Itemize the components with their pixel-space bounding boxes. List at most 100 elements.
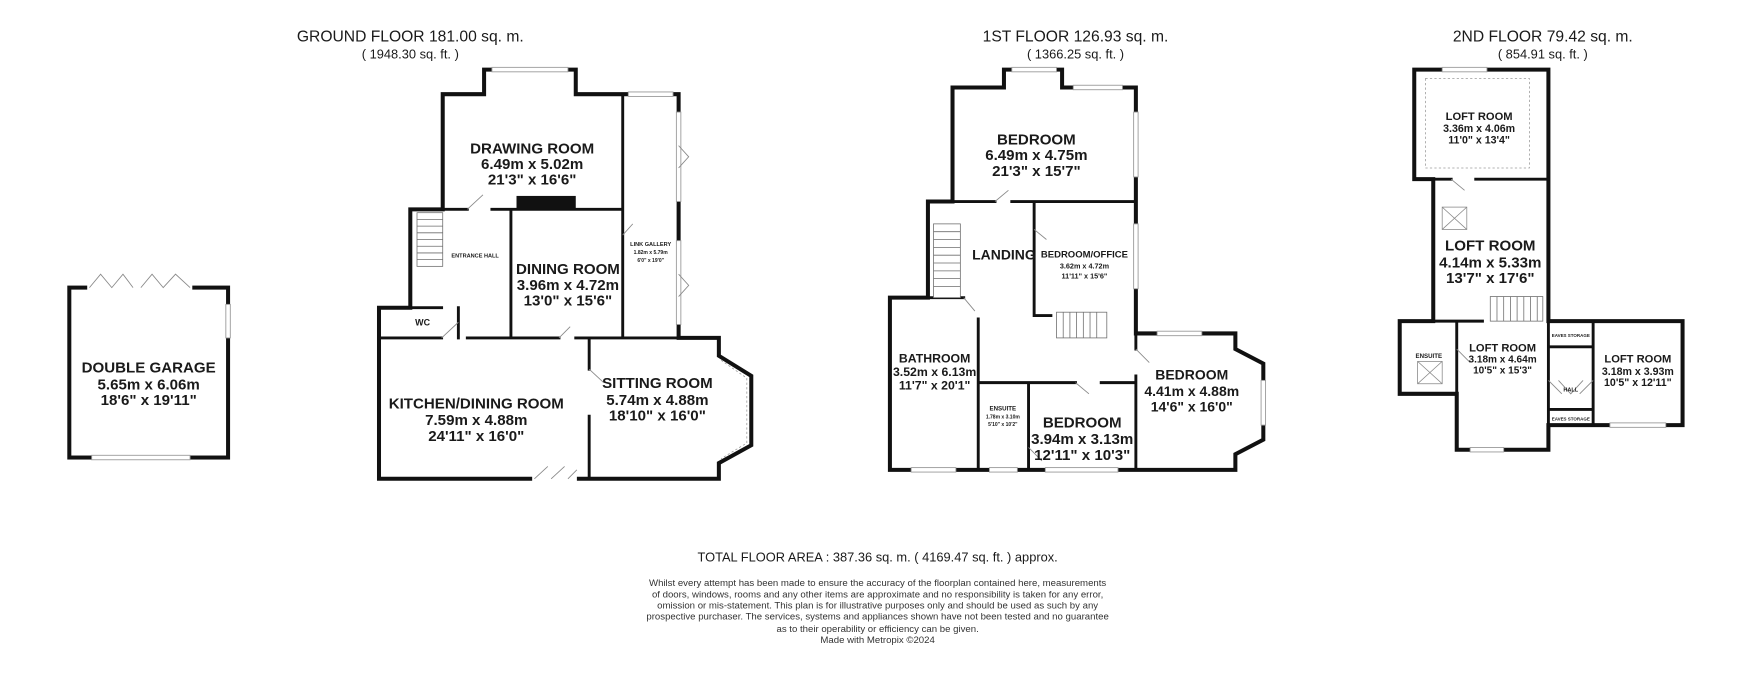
room-imperial-loft-room-3: 10'5" x 15'3" — [1473, 366, 1532, 377]
room-metric-bedroom-office: 3.62m x 4.72m — [1060, 262, 1109, 271]
ensuite-window — [988, 467, 1018, 473]
garage-door-opening — [87, 284, 193, 291]
room-imperial-bedroom-3: 14'6" x 16'0" — [1151, 399, 1233, 415]
room-imperial-bathroom: 11'7" x 20'1" — [899, 378, 971, 392]
first-floor-area-sqft: ( 1366.25 sq. ft. ) — [1027, 46, 1124, 61]
room-imperial-dining-room: 13'0" x 15'6" — [524, 292, 613, 309]
room-metric-link-gallery: 1.82m x 5.79m — [634, 250, 669, 256]
room-name-link-gallery: LINK GALLERY — [630, 242, 671, 248]
room-imperial-loft-room-2: 13'7" x 17'6" — [1446, 270, 1535, 287]
link-gallery-window-side-upper — [675, 111, 682, 202]
room-name-loft-room-3: LOFT ROOM — [1469, 342, 1536, 354]
room-metric-bathroom: 3.52m x 6.13m — [893, 365, 976, 379]
room-metric-bedroom-2: 3.94m x 3.13m — [1031, 431, 1133, 448]
loft-room-2-skylight — [1441, 206, 1468, 230]
garage-bifold-doors — [89, 273, 191, 289]
second-floor-title: 2ND FLOOR 79.42 sq. m. — [1453, 29, 1633, 46]
loft-room-4-window — [1609, 422, 1667, 428]
room-metric-drawing-room: 6.49m x 5.02m — [481, 156, 583, 173]
first-floor-title: 1ST FLOOR 126.93 sq. m. — [983, 29, 1169, 46]
second-floor-stairs — [1489, 296, 1544, 322]
ground-floor-plan: DRAWING ROOM 6.49m x 5.02m 21'3" x 16'6"… — [376, 66, 754, 483]
room-metric-loft-room-3: 3.18m x 4.64m — [1468, 355, 1536, 366]
room-name-ensuite-second: ENSUITE — [1416, 353, 1443, 360]
bathroom-window — [910, 467, 957, 473]
room-name-bedroom-2: BEDROOM — [1043, 414, 1122, 431]
room-name-kitchen-dining: KITCHEN/DINING ROOM — [389, 395, 564, 412]
room-metric-loft-room-4: 3.18m x 3.93m — [1602, 366, 1674, 378]
room-imperial-loft-room-1: 11'0" x 13'4" — [1448, 134, 1510, 146]
room-name-loft-room-1: LOFT ROOM — [1446, 111, 1513, 123]
disclaimer-line-4: prospective purchaser. The services, sys… — [646, 612, 1108, 623]
room-name-entrance-hall: ENTRANCE HALL — [451, 253, 499, 259]
loft-room-1-window — [1441, 66, 1488, 73]
disclaimer-line-2: of doors, windows, rooms and any other i… — [652, 589, 1103, 600]
ground-floor-outer-walls — [376, 67, 754, 481]
room-metric-double-garage: 5.65m x 6.06m — [98, 376, 200, 393]
ensuite-second-skylight — [1417, 360, 1443, 385]
link-gallery-doors — [678, 145, 690, 297]
room-name-loft-room-4: LOFT ROOM — [1604, 354, 1671, 366]
metropix-credit: Made with Metropix ©2024 — [820, 635, 935, 646]
room-metric-loft-room-2: 4.14m x 5.33m — [1439, 254, 1541, 271]
bedroom-lower-window — [1044, 467, 1119, 473]
room-name-loft-room-2: LOFT ROOM — [1445, 238, 1535, 255]
room-metric-kitchen-dining: 7.59m x 4.88m — [425, 412, 527, 429]
room-metric-sitting-room: 5.74m x 4.88m — [606, 392, 708, 409]
room-imperial-sitting-room: 18'10" x 16'0" — [609, 408, 706, 425]
first-bedroom-window-side — [1133, 111, 1139, 178]
footer: TOTAL FLOOR AREA : 387.36 sq. m. ( 4169.… — [646, 550, 1108, 647]
room-name-drawing-room: DRAWING ROOM — [470, 140, 594, 157]
room-imperial-bedroom-2: 12'11" x 10'3" — [1034, 447, 1130, 464]
first-floor-doors — [963, 189, 1150, 462]
room-imperial-kitchen-dining: 24'11" x 16'0" — [428, 428, 524, 445]
room-name-bedroom-office: BEDROOM/OFFICE — [1041, 249, 1128, 260]
room-imperial-bedroom-1: 21'3" x 15'7" — [992, 163, 1081, 180]
room-name-eaves-storage-lower: EAVES STORAGE — [1552, 417, 1590, 422]
room-imperial-bedroom-office: 11'11" x 15'6" — [1062, 272, 1108, 281]
double-garage-plan: DOUBLE GARAGE 5.65m x 6.06m 18'6" x 19'1… — [67, 273, 231, 461]
drawing-room-bay-window — [491, 66, 569, 73]
room-imperial-link-gallery: 6'0" x 19'0" — [637, 258, 664, 264]
room-metric-ensuite-first: 1.78m x 3.10m — [986, 414, 1021, 420]
first-floor-upper-stairs — [1056, 311, 1108, 339]
first-bedroom-bay-window — [1011, 66, 1057, 73]
room-metric-bedroom-1: 6.49m x 4.75m — [985, 147, 1087, 164]
room-name-dining-room: DINING ROOM — [516, 261, 620, 278]
link-gallery-window-top — [627, 91, 674, 97]
ground-floor-title: GROUND FLOOR 181.00 sq. m. — [297, 29, 524, 46]
room-name-wc: WC — [415, 318, 430, 328]
first-bedroom-window-top — [1072, 84, 1123, 91]
room-name-sitting-room: SITTING ROOM — [602, 375, 713, 392]
office-window — [1133, 223, 1139, 290]
first-floor-landing-stairs — [933, 223, 961, 299]
room-name-bathroom: BATHROOM — [899, 352, 970, 366]
disclaimer-line-5: as to their operability or efficiency ca… — [776, 624, 978, 635]
room-metric-dining-room: 3.96m x 4.72m — [517, 277, 619, 294]
room-imperial-ensuite-first: 5'10" x 10'2" — [988, 422, 1018, 428]
room-name-hall-second: HALL — [1563, 388, 1578, 394]
room-name-bedroom-1: BEDROOM — [997, 131, 1076, 148]
link-gallery-window-side-lower — [675, 240, 682, 325]
room-name-ensuite-first: ENSUITE — [990, 406, 1017, 413]
room-metric-bedroom-3: 4.41m x 4.88m — [1144, 383, 1239, 399]
total-floor-area: TOTAL FLOOR AREA : 387.36 sq. m. ( 4169.… — [697, 550, 1057, 565]
room-metric-loft-room-1: 3.36m x 4.06m — [1443, 123, 1515, 135]
second-floor-plan: LOFT ROOM 3.36m x 4.06m 11'0" x 13'4" LO… — [1397, 66, 1685, 453]
first-floor-outer-walls — [887, 67, 1266, 472]
second-floor-area-sqft: ( 854.91 sq. ft. ) — [1498, 46, 1588, 61]
floor-headings: GROUND FLOOR 181.00 sq. m. ( 1948.30 sq.… — [297, 29, 1633, 62]
room-name-eaves-storage-upper: EAVES STORAGE — [1552, 333, 1590, 338]
room-name-landing: LANDING — [972, 247, 1036, 263]
disclaimer-line-1: Whilst every attempt has been made to en… — [649, 578, 1106, 589]
bedroom-right-bay-window — [1260, 379, 1267, 426]
room-imperial-loft-room-4: 10'5" x 12'11" — [1604, 377, 1672, 389]
loft-room-1-roofline — [1425, 78, 1530, 169]
loft-room-3-window — [1469, 447, 1505, 453]
fireplace — [516, 195, 576, 210]
garage-window-bottom — [91, 454, 191, 461]
ground-floor-area-sqft: ( 1948.30 sq. ft. ) — [362, 46, 459, 61]
ground-floor-stairs — [416, 212, 444, 267]
kitchen-door-opening — [532, 475, 577, 483]
